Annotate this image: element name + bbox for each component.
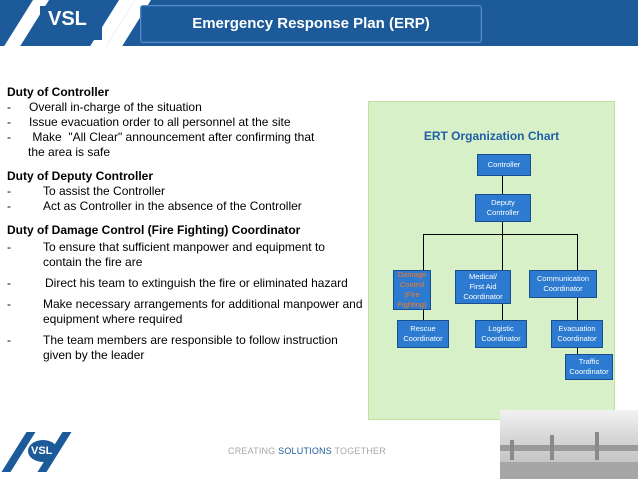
title-box: Emergency Response Plan (ERP) [140,5,482,43]
controller-node: Controller [477,154,531,176]
connector [502,234,503,270]
duties-text: Duty of Controller -Overall in-charge of… [7,85,372,363]
damage-control-node: Damage Control (Fire Fighting) [393,270,431,310]
footer-logo-text: VSL [31,445,53,457]
connector [423,310,424,320]
deputy-controller-node: Deputy Controller [475,194,531,222]
damage-heading: Duty of Damage Control (Fire Fighting) C… [7,223,301,237]
list-item: -Make necessary arrangements for additio… [7,297,363,326]
logo-oval [28,440,58,462]
list-item: - Make "All Clear" announcement after co… [7,130,315,144]
org-chart-title: ERT Organization Chart [423,129,560,143]
list-item: -To ensure that sufficient manpower and … [7,240,325,269]
tagline: CREATING SOLUTIONS TOGETHER [228,446,386,456]
list-item: -Issue evacuation order to all personnel… [7,115,291,129]
connector [423,234,577,235]
footer-logo: VSL [1,432,72,472]
connector [502,174,503,194]
controller-heading: Duty of Controller [7,85,109,99]
evacuation-coordinator-node: Evacuation Coordinator [551,320,603,348]
communication-coordinator-node: Communication Coordinator [529,270,597,298]
connector [577,298,578,320]
logo-box [40,6,102,40]
connector [577,234,578,270]
header-logo: VSL [48,8,87,30]
bridge-photo [500,410,638,479]
connector [423,234,424,270]
traffic-coordinator-node: Traffic Coordinator [565,354,613,380]
list-item-continuation: the area is safe [28,145,111,159]
header-bar: VSL Emergency Response Plan (ERP) [0,0,638,46]
rescue-coordinator-node: Rescue Coordinator [397,320,449,348]
list-item: -The team members are responsible to fol… [7,333,338,362]
deputy-heading: Duty of Deputy Controller [7,169,153,183]
logistic-coordinator-node: Logistic Coordinator [475,320,527,348]
connector [577,348,578,354]
medical-coordinator-node: Medical/ First Aid Coordinator [455,270,511,304]
page-title: Emergency Response Plan (ERP) [192,15,430,32]
connector [502,304,503,320]
list-item: -To assist the Controller [7,184,166,198]
connector [502,222,503,234]
list-item: -Act as Controller in the absence of the… [7,199,302,213]
list-item: -Overall in-charge of the situation [7,100,202,114]
org-chart: ERT Organization Chart Controller Deputy… [368,101,615,420]
list-item: -Direct his team to extinguish the fire … [7,276,348,290]
